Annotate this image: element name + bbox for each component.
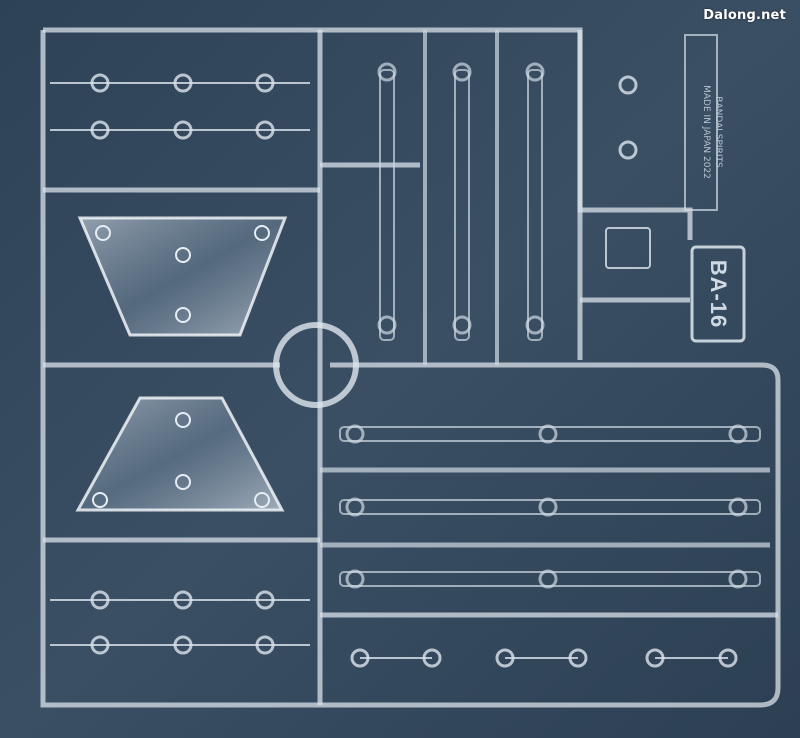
vertical-rods (377, 30, 545, 365)
horizontal-rods (320, 424, 770, 589)
maker-mark-line2: MADE IN JAPAN 2022 (701, 85, 711, 179)
connector-parts-top (50, 73, 310, 140)
connector-parts-bottom (50, 590, 310, 655)
runner-frame (40, 27, 781, 708)
runner-ring (273, 322, 359, 408)
watermark: Dalong.net (703, 8, 786, 23)
maker-mark-line1: BANDAI SPIRITS (713, 96, 723, 168)
trapezoid-part-lower (75, 396, 285, 512)
part-code-plate (690, 245, 746, 343)
small-parts-right (605, 75, 651, 269)
trapezoid-part-upper (77, 216, 288, 337)
maker-mark: BANDAI SPIRITS MADE IN JAPAN 2022 (700, 76, 724, 188)
part-code-tag: BA-16 (692, 247, 744, 341)
connector-parts-bottom-right (350, 648, 738, 668)
part-code-label: BA-16 (706, 259, 731, 329)
maker-mark-plate (684, 34, 718, 211)
